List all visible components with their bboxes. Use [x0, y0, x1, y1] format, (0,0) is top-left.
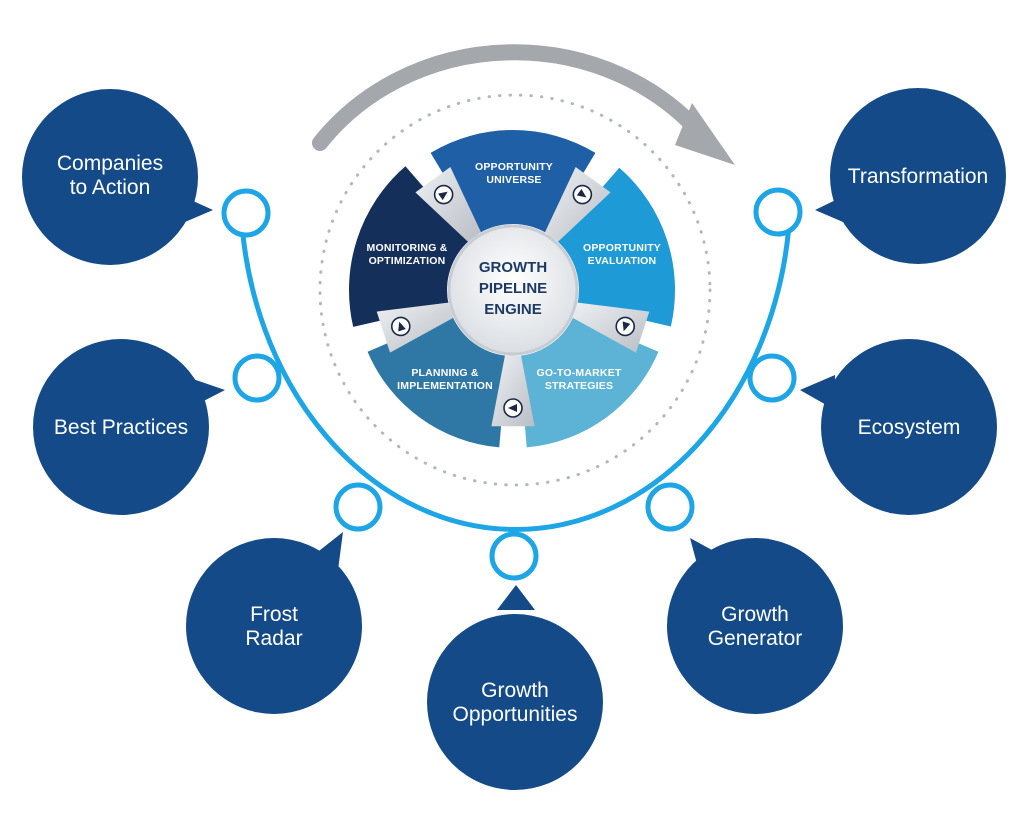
- segment-label-opportunity-evaluation-2: EVALUATION: [588, 255, 657, 267]
- bubble-label-line-1: Companies: [57, 152, 163, 175]
- segment-label-opportunity-evaluation-1: OPPORTUNITY: [583, 242, 661, 254]
- segment-connector: [572, 302, 650, 353]
- flow-arrow-icon: [615, 316, 636, 337]
- hub-line-3: ENGINE: [484, 301, 542, 318]
- segment-connector: [491, 355, 535, 427]
- ring-node: [753, 187, 803, 237]
- segment-connector: [544, 167, 611, 242]
- bubble-ecosystem: Ecosystem: [821, 339, 997, 515]
- dotted-ring: [318, 93, 712, 487]
- segment-label-opportunity-universe-2: UNIVERSE: [486, 174, 541, 186]
- bubble-label-line-2: to Action: [70, 176, 151, 199]
- bubble-label-line-1: Best Practices: [54, 416, 188, 439]
- segment-label-go-to-market-2: STRATEGIES: [545, 380, 613, 392]
- ring-node: [333, 482, 383, 532]
- segment-go-to-market-strategies: [518, 315, 659, 448]
- segment-label-monitoring-2: OPTIMIZATION: [369, 255, 446, 267]
- bubble-label-line-1: Growth: [721, 603, 789, 626]
- segment-label-planning-1: PLANNING &: [411, 367, 479, 379]
- bubble-frost-radar: Frost Radar: [186, 538, 362, 714]
- segment-label-planning-2: IMPLEMENTATION: [397, 380, 493, 392]
- hub-line-2: PIPELINE: [479, 280, 547, 297]
- bubble-transformation: Transformation: [830, 88, 1006, 264]
- bubble-companies-to-action: Companies to Action: [22, 89, 198, 265]
- bubble-growth-opportunities: Growth Opportunities: [427, 614, 603, 790]
- tail-growth-opportunities: [497, 585, 535, 610]
- bubble-label-line-2: Opportunities: [453, 703, 578, 726]
- ring-node: [645, 482, 695, 532]
- segment-label-opportunity-universe-1: OPPORTUNITY: [475, 161, 553, 173]
- segment-connector: [415, 167, 482, 242]
- engine-hub: [447, 224, 579, 356]
- ring-node: [221, 188, 271, 238]
- hub-line-1: GROWTH: [479, 259, 547, 276]
- cycle-arrow: [312, 44, 735, 165]
- connector-ring: [238, 209, 793, 532]
- growth-pipeline-engine: GROWTH PIPELINE ENGINE OPPORTUNITY UNIVE…: [349, 130, 675, 448]
- bubble-label-line-2: Generator: [708, 627, 803, 650]
- segment-planning-implementation: [367, 315, 508, 448]
- segment-opportunity-universe: [430, 130, 596, 234]
- flow-arrow-icon: [433, 184, 454, 205]
- bubble-label-line-1: Ecosystem: [858, 416, 961, 439]
- flow-arrow-icon: [390, 316, 411, 337]
- ring-node: [232, 353, 282, 403]
- bubble-best-practices: Best Practices: [33, 339, 209, 515]
- segment-label-go-to-market-1: GO-TO-MARKET: [536, 367, 621, 379]
- bubble-label-line-1: Transformation: [848, 165, 988, 188]
- segment-connector: [376, 302, 454, 353]
- bubble-label-line-1: Frost: [250, 603, 298, 626]
- flow-arrow-icon: [572, 184, 593, 205]
- ring-node: [489, 531, 539, 581]
- segment-label-monitoring-1: MONITORING &: [367, 242, 448, 254]
- flow-arrow-icon: [503, 398, 523, 418]
- ring-node: [747, 353, 797, 403]
- ring-nodes: [221, 187, 803, 581]
- bubble-label-line-2: Radar: [245, 627, 302, 650]
- bubble-growth-generator: Growth Generator: [667, 538, 843, 714]
- bubble-label-line-1: Growth: [481, 679, 549, 702]
